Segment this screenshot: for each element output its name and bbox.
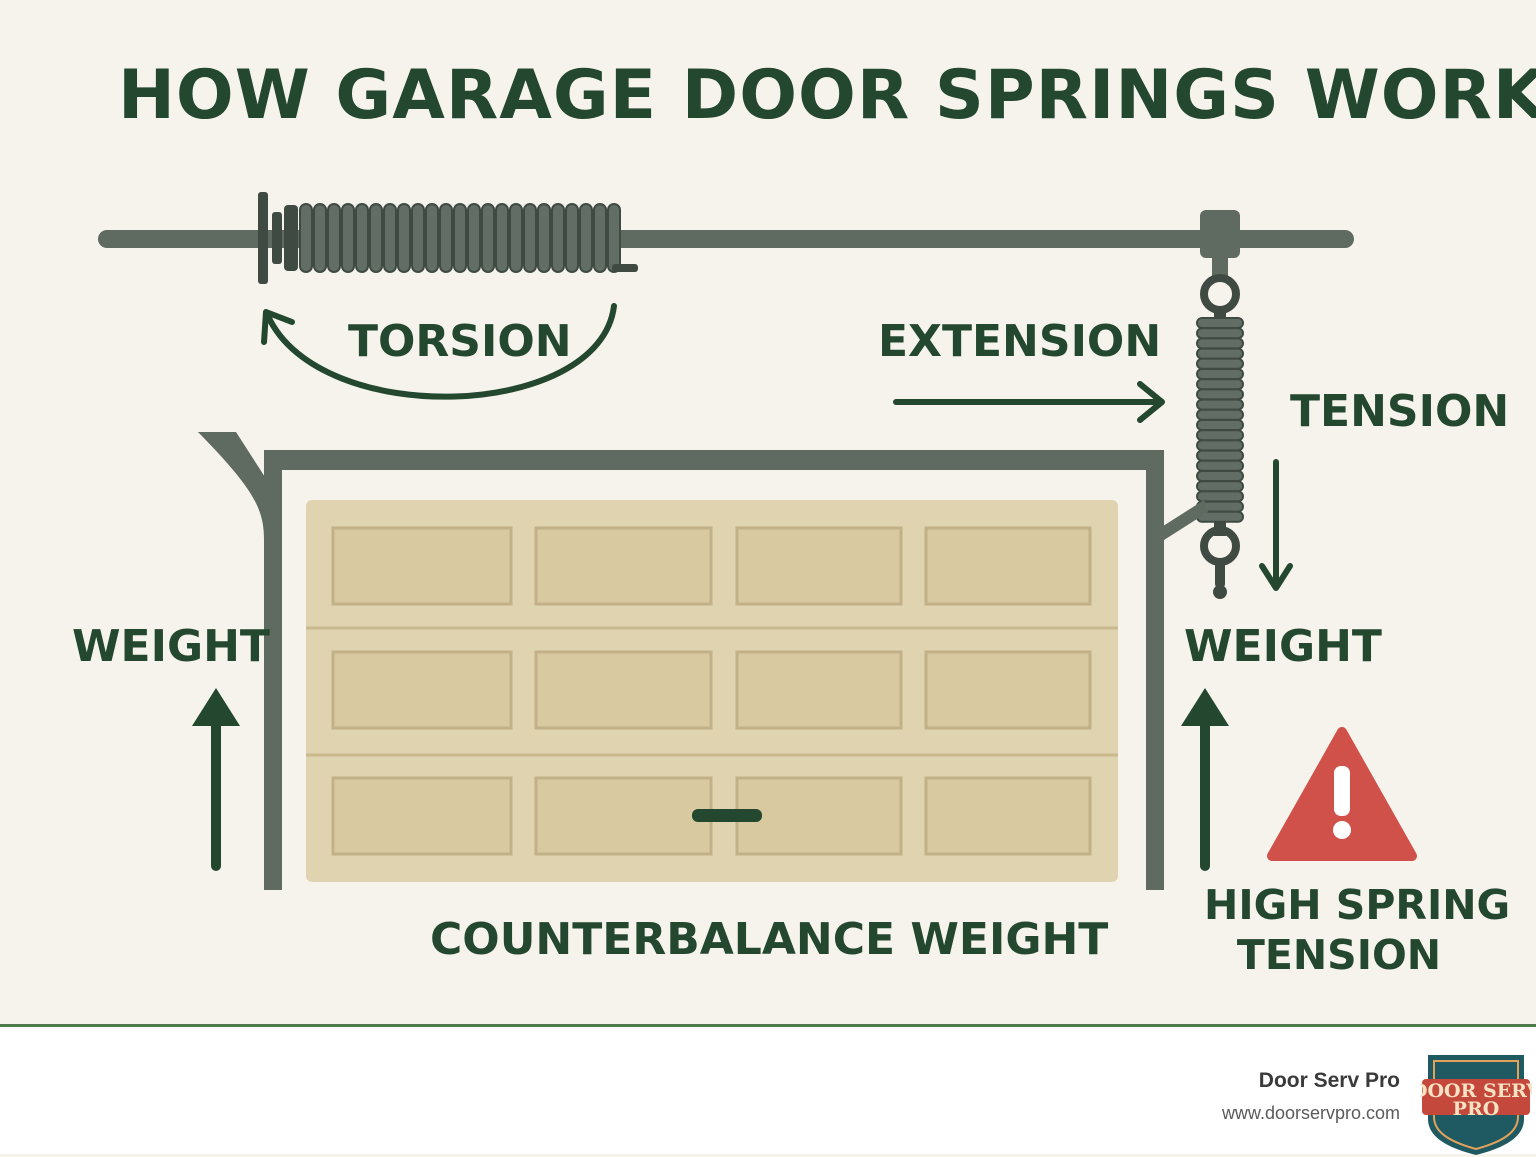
warning-label: HIGH SPRING TENSION bbox=[1204, 880, 1511, 980]
extension-coil bbox=[1196, 368, 1244, 380]
torsion-coil bbox=[425, 203, 439, 273]
extension-spring-icon bbox=[1196, 210, 1244, 599]
door-panel bbox=[331, 650, 513, 730]
extension-coil bbox=[1196, 327, 1244, 340]
extension-coil bbox=[1196, 490, 1244, 503]
spring-diagram bbox=[98, 192, 1417, 890]
extension-coil bbox=[1196, 470, 1244, 482]
footer: Door Serv Pro www.doorservpro.com DOOR S… bbox=[0, 1024, 1536, 1155]
diagram-stage: HOW GARAGE DOOR SPRINGS WORK TORSION EXT… bbox=[72, 56, 1536, 980]
door-panel bbox=[331, 526, 513, 606]
torsion-coil bbox=[397, 203, 411, 273]
extension-coil bbox=[1196, 480, 1244, 493]
torsion-coil bbox=[411, 203, 425, 273]
brand-logo-icon: DOOR SERV PRO bbox=[1420, 1055, 1532, 1155]
torsion-coil bbox=[565, 203, 579, 273]
extension-label: EXTENSION bbox=[878, 316, 1162, 367]
door-panel bbox=[924, 776, 1092, 856]
extension-coil bbox=[1196, 449, 1244, 462]
warning-label-line2: TENSION bbox=[1236, 931, 1442, 980]
torsion-coil bbox=[607, 203, 621, 273]
torsion-coil bbox=[453, 203, 467, 273]
torsion-coil bbox=[537, 203, 551, 273]
torsion-coil bbox=[369, 203, 383, 273]
torsion-coil bbox=[313, 203, 327, 273]
torsion-coil bbox=[593, 203, 607, 273]
door-panel bbox=[534, 650, 713, 730]
weight-left-label: WEIGHT bbox=[72, 621, 270, 672]
torsion-coil bbox=[439, 203, 453, 273]
torsion-coil bbox=[579, 203, 593, 273]
logo-text-line2: PRO bbox=[1453, 1098, 1500, 1120]
door-panel bbox=[534, 526, 713, 606]
weight-right-arrow-head bbox=[1181, 688, 1229, 726]
warning-label-line1: HIGH SPRING bbox=[1204, 881, 1511, 929]
torsion-coil bbox=[551, 203, 565, 273]
extension-coil bbox=[1196, 419, 1244, 431]
tension-label: TENSION bbox=[1290, 386, 1510, 437]
brand-name: Door Serv Pro bbox=[1258, 1069, 1400, 1092]
brand-url[interactable]: www.doorservpro.com bbox=[1221, 1103, 1400, 1123]
torsion-rotation-arrow bbox=[265, 303, 617, 400]
weight-left-arrow-head bbox=[192, 688, 240, 726]
extension-coil bbox=[1196, 337, 1244, 350]
door-handle-icon bbox=[692, 809, 762, 822]
door-panel bbox=[331, 776, 513, 856]
page-title: HOW GARAGE DOOR SPRINGS WORK bbox=[118, 56, 1536, 135]
weight-right-label: WEIGHT bbox=[1184, 621, 1382, 672]
torsion-coil bbox=[383, 203, 397, 273]
torsion-coil bbox=[495, 203, 509, 273]
door-panel bbox=[534, 776, 713, 856]
torsion-coil bbox=[299, 203, 313, 273]
counterbalance-label: COUNTERBALANCE WEIGHT bbox=[430, 914, 1109, 965]
torsion-arrow-head bbox=[261, 309, 295, 345]
torsion-coil bbox=[327, 203, 341, 273]
torsion-coil bbox=[341, 203, 355, 273]
extension-coil bbox=[1196, 429, 1244, 442]
torsion-coil bbox=[355, 203, 369, 273]
tension-arrow-head bbox=[1259, 563, 1293, 591]
extension-coil bbox=[1196, 459, 1244, 472]
door-panel bbox=[924, 650, 1092, 730]
garage-door bbox=[306, 500, 1118, 882]
extension-coil bbox=[1196, 357, 1244, 370]
extension-coil bbox=[1196, 398, 1244, 411]
extension-arrow-head bbox=[1137, 381, 1165, 423]
extension-coil bbox=[1196, 378, 1244, 391]
door-panel bbox=[924, 526, 1092, 606]
door-panel bbox=[735, 526, 903, 606]
extension-coil bbox=[1196, 317, 1244, 329]
torsion-label: TORSION bbox=[348, 316, 572, 367]
door-frame bbox=[198, 432, 1208, 890]
extension-coil bbox=[1196, 439, 1244, 452]
logo-text-line1: DOOR SERV bbox=[1420, 1080, 1532, 1102]
extension-coil bbox=[1196, 408, 1244, 421]
torsion-spring-icon bbox=[258, 192, 638, 284]
torsion-coil bbox=[523, 203, 537, 273]
torsion-coil bbox=[481, 203, 495, 273]
torsion-coil bbox=[467, 203, 481, 273]
extension-coil bbox=[1196, 388, 1244, 401]
torsion-coil bbox=[509, 203, 523, 273]
door-panel bbox=[735, 650, 903, 730]
extension-coil bbox=[1196, 347, 1244, 360]
warning-triangle-icon bbox=[1267, 727, 1417, 861]
